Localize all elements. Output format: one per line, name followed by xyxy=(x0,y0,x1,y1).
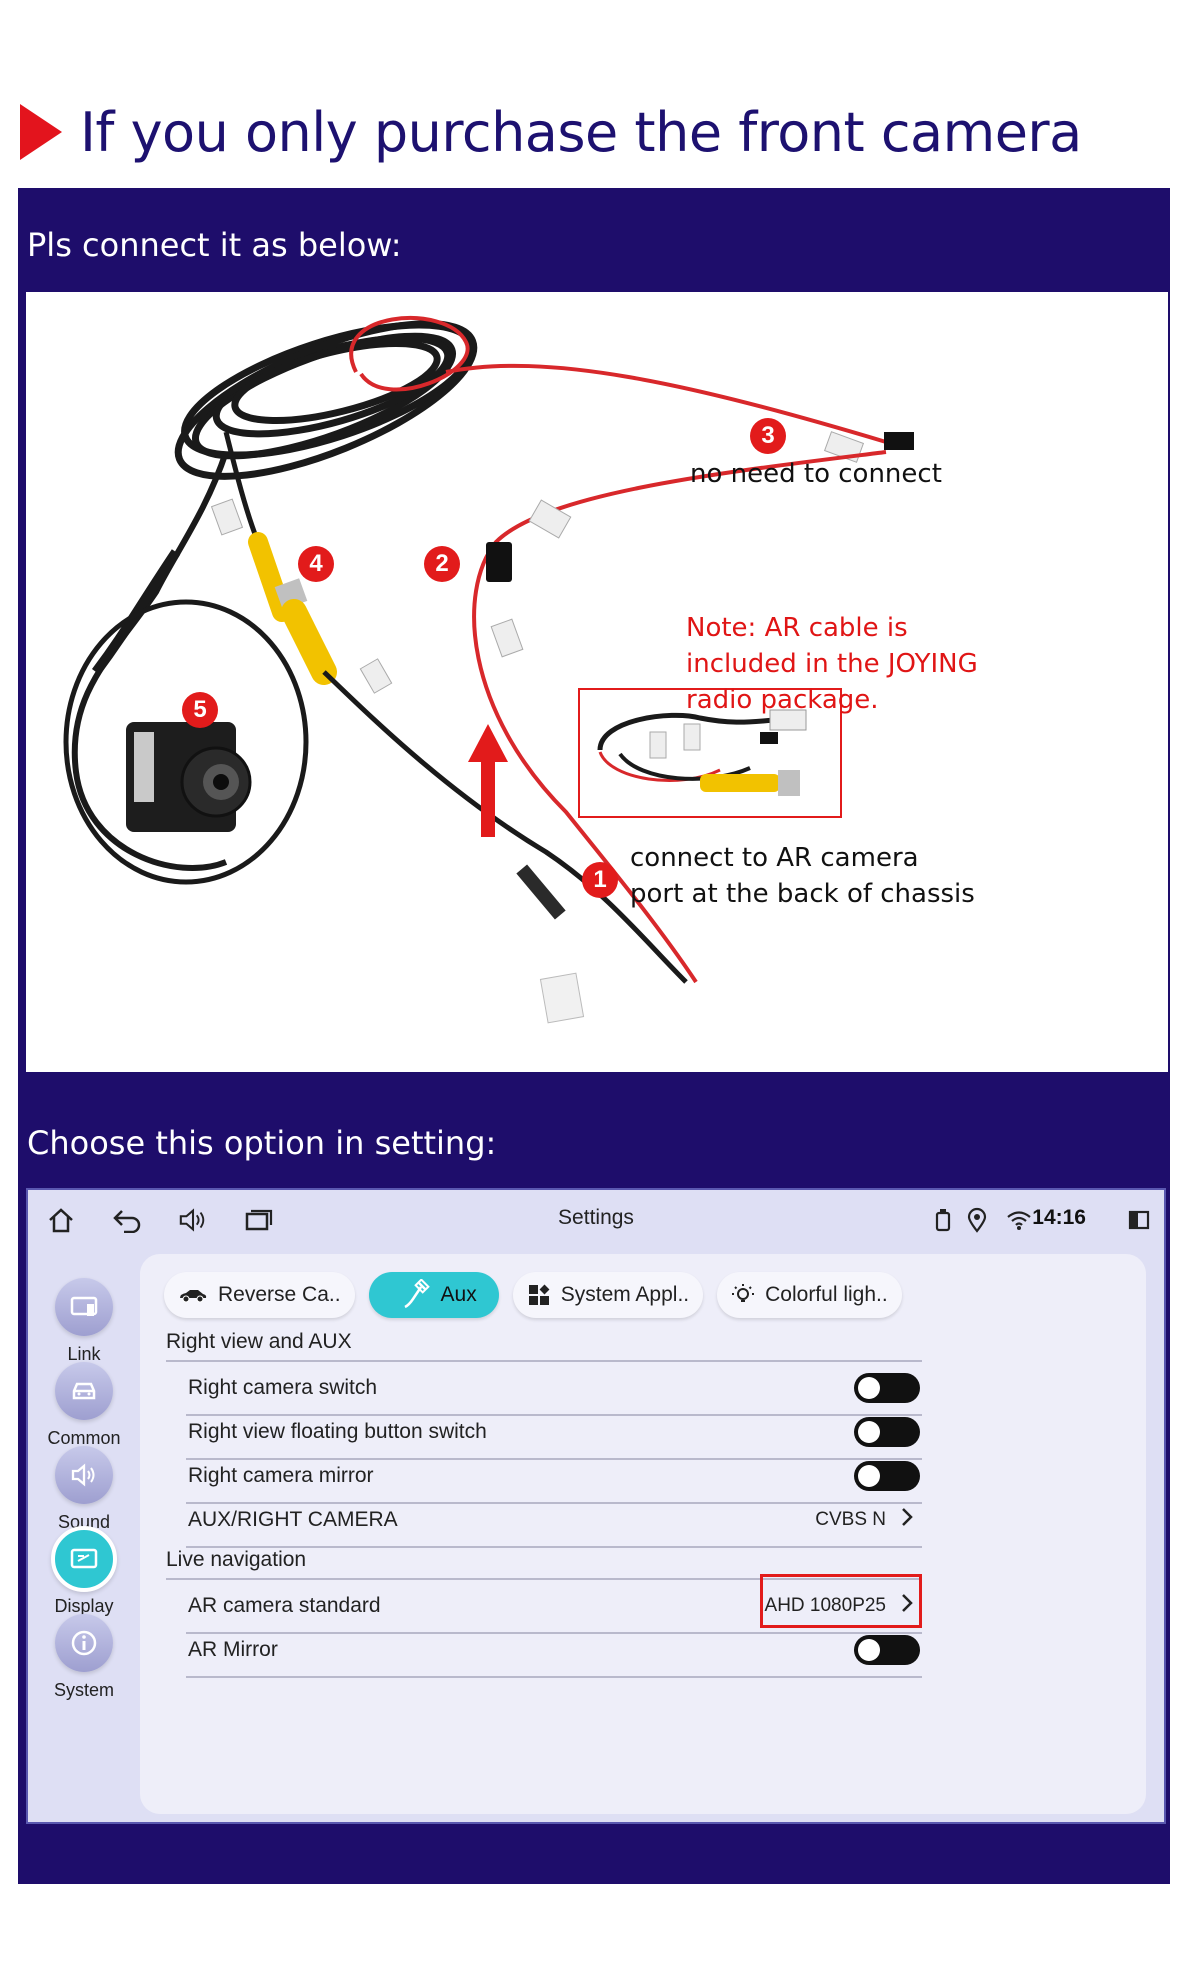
ar-cable-image xyxy=(597,709,807,796)
row-label: AR Mirror xyxy=(188,1638,278,1661)
note-line-2: included in the JOYING xyxy=(686,649,978,679)
page-title: If you only purchase the front camera xyxy=(80,100,1082,164)
annotation-no-connect: no need to connect xyxy=(690,459,942,489)
row-right-camera-mirror[interactable]: Right camera mirror xyxy=(186,1450,922,1504)
note-line-1: Note: AR cable is xyxy=(686,613,908,643)
row-right-view-floating-button[interactable]: Right view floating button switch xyxy=(186,1406,922,1460)
row-label: Right camera mirror xyxy=(188,1464,374,1487)
settings-screen: Settings 14:16 xyxy=(26,1188,1166,1824)
tab-label-aux: Aux xyxy=(440,1283,477,1306)
wiring-illustration xyxy=(63,316,914,1024)
right-camera-switch-toggle[interactable] xyxy=(854,1373,920,1403)
info-icon xyxy=(55,1614,113,1672)
section-title-live-navigation: Live navigation xyxy=(166,1548,307,1571)
row-ar-camera-standard[interactable]: AR camera standard AHD 1080P25 xyxy=(186,1580,922,1634)
rail-item-system[interactable]: System xyxy=(36,1614,132,1718)
marker-4: 4 xyxy=(298,546,334,582)
rail-label-display: Display xyxy=(54,1596,114,1616)
tab-reverse-camera[interactable]: Reverse Ca.. xyxy=(164,1272,355,1318)
rail-label-sound: Sound xyxy=(57,1512,111,1532)
heading-arrow-icon xyxy=(20,104,62,160)
rail-item-common[interactable]: Common xyxy=(36,1362,132,1466)
bulb-icon xyxy=(731,1283,755,1307)
home-icon[interactable] xyxy=(46,1206,76,1234)
toggle-knob xyxy=(858,1465,880,1487)
instruction-panel: Pls connect it as below: xyxy=(18,188,1170,1884)
rail-item-sound[interactable]: Sound xyxy=(36,1446,132,1550)
rail-label-system: System xyxy=(53,1680,114,1700)
connect-label: Pls connect it as below: xyxy=(27,226,402,264)
row-label: AUX/RIGHT CAMERA xyxy=(188,1508,398,1531)
right-camera-mirror-toggle[interactable] xyxy=(854,1461,920,1491)
note-line-3: radio package. xyxy=(686,685,879,715)
aux-value: CVBS N xyxy=(815,1507,914,1533)
ar-standard-value: AHD 1080P25 xyxy=(765,1593,914,1619)
toggle-knob xyxy=(858,1377,880,1399)
section-divider xyxy=(166,1578,922,1580)
row-right-camera-switch[interactable]: Right camera switch xyxy=(186,1362,922,1416)
row-label: Right camera switch xyxy=(188,1376,378,1399)
status-title: Settings xyxy=(558,1206,634,1229)
chevron-right-icon xyxy=(900,1593,914,1619)
location-icon xyxy=(962,1206,992,1234)
row-label: AR camera standard xyxy=(188,1594,381,1617)
marker-2: 2 xyxy=(424,546,460,582)
ar-standard-value-text: AHD 1080P25 xyxy=(764,1595,886,1616)
rail-label-common: Common xyxy=(47,1428,121,1448)
car-icon xyxy=(55,1362,113,1420)
note-text: Note: AR cable is included in the JOYING… xyxy=(686,610,978,718)
link-icon xyxy=(55,1278,113,1336)
settings-card: Reverse Ca.. Aux System Appl.. xyxy=(140,1254,1146,1814)
back-icon[interactable] xyxy=(112,1206,142,1234)
tab-colorful-lights[interactable]: Colorful ligh.. xyxy=(717,1272,902,1318)
marker-1: 1 xyxy=(582,862,618,898)
status-bar: Settings 14:16 xyxy=(28,1190,1164,1250)
display-icon xyxy=(51,1526,117,1592)
wiring-photo: 3 no need to connect 2 4 5 1 Note: AR ca… xyxy=(26,292,1168,1072)
ar-cable-inset xyxy=(578,688,842,818)
tab-aux[interactable]: Aux xyxy=(368,1272,499,1318)
row-label: Right view floating button switch xyxy=(188,1420,487,1443)
annotation-ar-port-line-2: port at the back of chassis xyxy=(630,879,975,909)
highlight-box xyxy=(760,1574,922,1628)
toggle-knob xyxy=(858,1421,880,1443)
marker-3: 3 xyxy=(750,418,786,454)
clock: 14:16 xyxy=(1032,1206,1086,1229)
tab-system-apps[interactable]: System Appl.. xyxy=(512,1272,704,1318)
row-aux-right-camera[interactable]: AUX/RIGHT CAMERA CVBS N xyxy=(186,1494,922,1548)
annotation-ar-port: connect to AR camera port at the back of… xyxy=(630,840,975,912)
row-ar-mirror[interactable]: AR Mirror xyxy=(186,1624,922,1678)
speaker-icon xyxy=(55,1446,113,1504)
volume-icon[interactable] xyxy=(178,1206,208,1234)
ar-mirror-toggle[interactable] xyxy=(854,1635,920,1665)
setting-label: Choose this option in setting: xyxy=(27,1124,497,1162)
cable-icon xyxy=(401,1279,431,1311)
toggle-knob xyxy=(858,1639,880,1661)
aux-value-text: CVBS N xyxy=(815,1509,886,1530)
page-heading: If you only purchase the front camera xyxy=(20,92,1082,172)
rail-label-link: Link xyxy=(67,1344,101,1364)
apps-icon xyxy=(527,1283,551,1307)
split-screen-icon[interactable] xyxy=(1124,1206,1154,1234)
tab-label-system-apps: System Appl.. xyxy=(560,1283,690,1306)
car-side-icon xyxy=(178,1287,208,1303)
tab-label-reverse-camera: Reverse Ca.. xyxy=(218,1283,341,1306)
wifi-icon xyxy=(1004,1206,1034,1234)
usb-icon xyxy=(928,1206,958,1234)
tab-bar: Reverse Ca.. Aux System Appl.. xyxy=(164,1272,902,1322)
tab-label-colorful-lights: Colorful ligh.. xyxy=(765,1283,888,1306)
rail-item-display[interactable]: Display xyxy=(36,1526,132,1630)
recent-apps-icon[interactable] xyxy=(244,1206,274,1234)
annotation-ar-port-line-1: connect to AR camera xyxy=(630,843,919,873)
section-title-right-view: Right view and AUX xyxy=(166,1330,352,1353)
rail-item-link[interactable]: Link xyxy=(36,1278,132,1382)
chevron-right-icon xyxy=(900,1507,914,1533)
section-divider xyxy=(166,1360,922,1362)
marker-5: 5 xyxy=(182,692,218,728)
floating-button-toggle[interactable] xyxy=(854,1417,920,1447)
